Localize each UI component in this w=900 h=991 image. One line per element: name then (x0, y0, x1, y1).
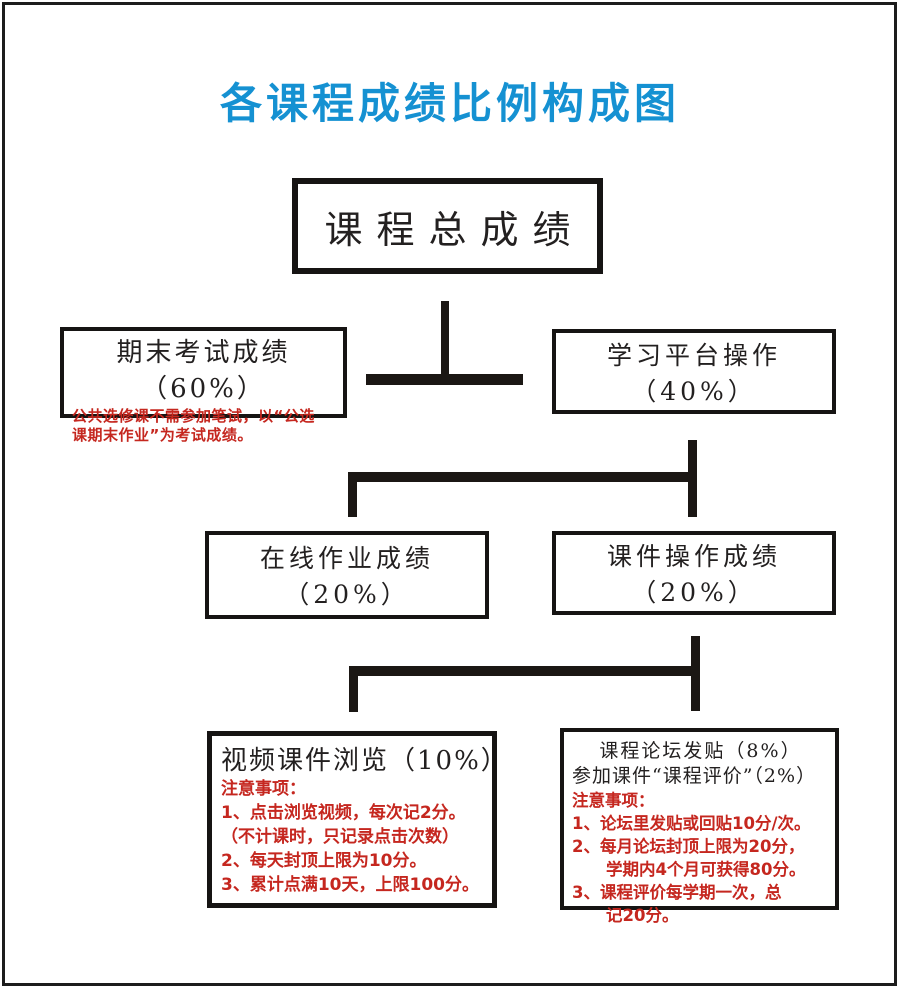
video-note-line2: （不计课时，只记录点击次数） (221, 827, 459, 847)
course-evaluation-label: 参加课件“课程评价”（2%） (572, 765, 817, 787)
final-exam-note-line1: 公共选修课不需参加笔试，以“公选 (72, 407, 315, 425)
video-courseware-browsing-label: 视频课件浏览（10%） (221, 746, 509, 776)
forum-note-line1: 1、论坛里发贴或回贴10分/次。 (572, 814, 811, 833)
connector-total-stem (441, 301, 449, 385)
video-note-line4: 3、累计点满10天，上限100分。 (221, 875, 479, 895)
box-online-homework-score: 在线作业成绩（20%） (205, 531, 489, 619)
online-homework-score-label: 在线作业成绩（20%） (259, 544, 434, 609)
connector-platform-left-stem (348, 472, 357, 517)
box-course-total-score: 课程总成绩 (292, 178, 603, 274)
box-video-courseware-browsing: 视频课件浏览（10%） 注意事项： 1、点击浏览视频，每次记2分。 （不计课时，… (207, 731, 509, 908)
final-exam-score-label: 期末考试成绩（60%） (116, 338, 291, 404)
box-final-exam-score: 期末考试成绩（60%） 公共选修课不需参加笔试，以“公选 课期末作业”为考试成绩… (60, 327, 347, 444)
forum-note-line2: 2、每月论坛封顶上限为20分， (572, 837, 805, 856)
connector-total-bar (366, 374, 523, 385)
forum-notes-title: 注意事项： (572, 791, 655, 810)
page-title: 各课程成绩比例构成图 (219, 79, 680, 128)
video-note-line1: 1、点击浏览视频，每次记2分。 (221, 803, 466, 823)
forum-note-line3: 学期内4个月可获得80分。 (606, 860, 806, 879)
forum-note-line4: 3、课程评价每学期一次，总 (572, 883, 782, 902)
box-course-forum-posting: 课程论坛发贴（8%） 参加课件“课程评价”（2%） 注意事项： 1、论坛里发贴或… (560, 728, 839, 925)
courseware-operation-score-label: 课件操作成绩（20%） (606, 542, 781, 607)
platform-operation-label: 学习平台操作（40%） (606, 340, 781, 406)
final-exam-note-line2: 课期末作业”为考试成绩。 (72, 426, 253, 444)
connector-platform-bar (348, 472, 696, 482)
box-courseware-operation-score: 课件操作成绩（20%） (552, 531, 836, 615)
connector-courseware-left-stem (349, 666, 358, 712)
video-note-line3: 2、每天封顶上限为10分。 (221, 851, 427, 871)
connector-courseware-bar (349, 666, 699, 676)
forum-note-line5: 记20分。 (606, 906, 679, 925)
video-notes-title: 注意事项： (221, 779, 306, 799)
box-platform-operation: 学习平台操作（40%） (552, 329, 836, 414)
forum-posting-label: 课程论坛发贴（8%） (599, 740, 802, 762)
course-total-score-label: 课程总成绩 (324, 207, 585, 252)
